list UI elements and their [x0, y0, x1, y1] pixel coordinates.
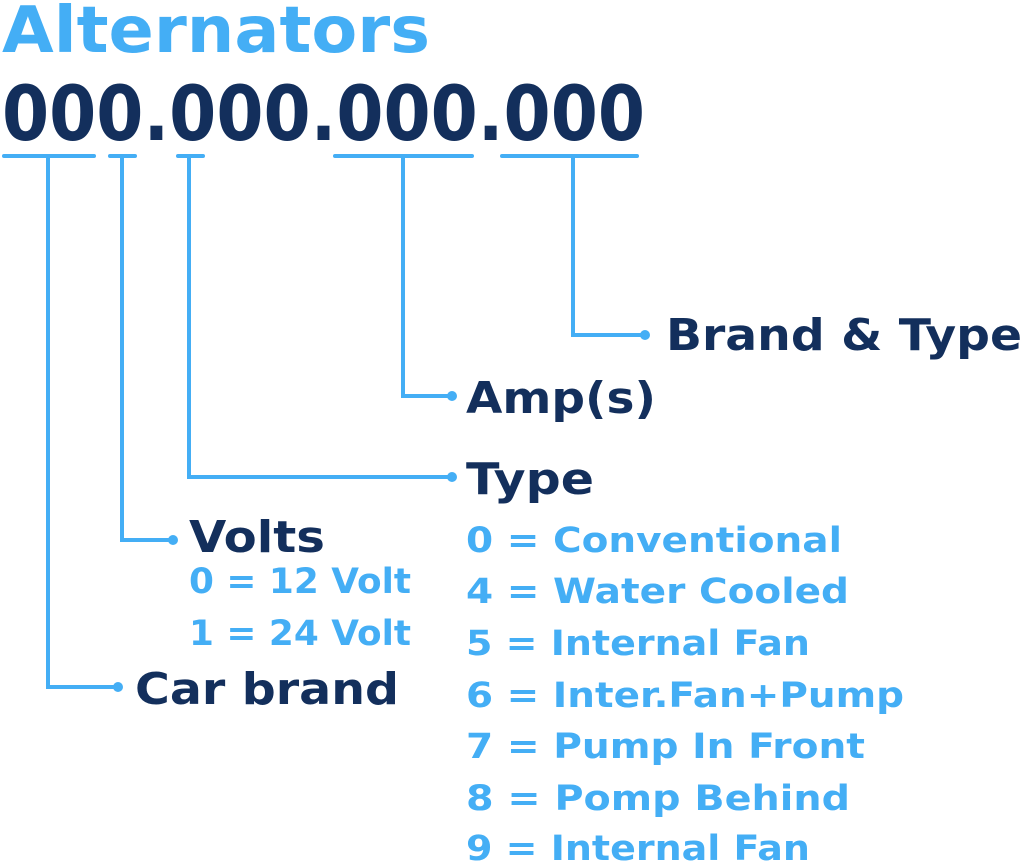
connector-dot-brand-type [640, 330, 650, 340]
type-option: 0 = Conventional [466, 521, 842, 561]
volts-option: 0 = 12 Volt [189, 562, 411, 602]
label-type: Type [466, 454, 594, 505]
connector-car-brand [46, 156, 118, 689]
label-volts: Volts [189, 512, 325, 563]
connector-dot-amps [447, 391, 457, 401]
type-option: 8 = Pomp Behind [466, 779, 850, 819]
connector-dot-volts [168, 535, 178, 545]
volts-option: 1 = 24 Volt [189, 614, 411, 654]
connector-volts [120, 156, 173, 542]
connector-dot-car-brand [113, 682, 123, 692]
connector-dot-type [447, 472, 457, 482]
connector-type [187, 156, 452, 479]
label-car-brand: Car brand [135, 664, 399, 715]
type-option: 9 = Internal Fan [466, 829, 810, 863]
connector-brand-type [571, 156, 645, 337]
diagram-title: Alternators [2, 0, 430, 68]
label-brand-type: Brand & Type [666, 310, 1022, 361]
type-option: 5 = Internal Fan [466, 624, 810, 664]
code-pattern: 000.000.000.000 [2, 69, 645, 158]
type-option: 7 = Pump In Front [466, 727, 865, 767]
type-option: 4 = Water Cooled [466, 572, 849, 612]
label-amps: Amp(s) [466, 373, 656, 424]
type-option: 6 = Inter.Fan+Pump [466, 676, 904, 716]
connector-amps [401, 156, 452, 398]
